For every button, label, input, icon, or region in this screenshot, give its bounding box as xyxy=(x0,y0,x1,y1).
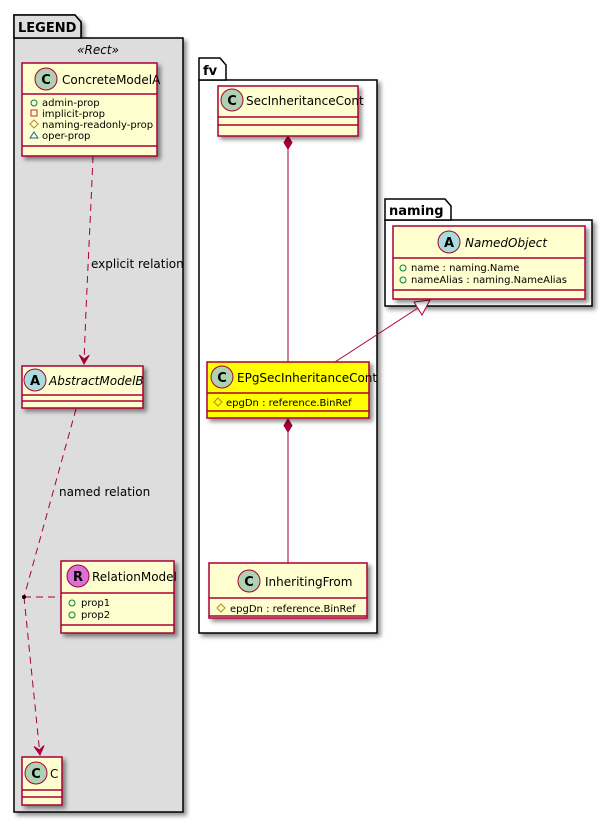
class-named-object[interactable]: A NamedObject name : naming.Name nameAli… xyxy=(392,225,586,300)
protected-visibility-icon xyxy=(213,397,223,407)
relation-named-label: named relation xyxy=(59,485,150,499)
class-c[interactable]: C C xyxy=(21,756,63,806)
protected-visibility-icon xyxy=(29,119,39,129)
private-visibility-icon xyxy=(30,109,38,117)
package-legend: LEGEND «Rect» xyxy=(13,14,184,813)
class-c-icon xyxy=(237,569,261,593)
class-box xyxy=(208,562,368,619)
relation-named-line-lower xyxy=(23,596,45,757)
class-kind-letter: A xyxy=(30,374,40,389)
public-visibility-icon xyxy=(68,611,76,619)
package-legend-stereotype: «Rect» xyxy=(77,43,119,57)
relation-composition-2 xyxy=(283,418,293,563)
class-kind-letter: A xyxy=(444,236,454,251)
relation-explicit-line xyxy=(78,155,94,366)
package-naming-tab xyxy=(384,198,452,221)
attribute: implicit-prop xyxy=(42,109,105,120)
class-name: ConcreteModelA xyxy=(62,73,161,87)
class-name: NamedObject xyxy=(465,236,548,250)
class-name: EPgSecInheritanceCont xyxy=(237,371,377,385)
class-sec-inheritance-cont[interactable]: C SecInheritanceCont xyxy=(217,85,364,137)
public-visibility-icon xyxy=(68,599,76,607)
attribute: epgDn : reference.BinRef xyxy=(230,604,356,615)
attribute: name : naming.Name xyxy=(411,263,519,274)
relation-generalization-line xyxy=(334,307,419,363)
relation-named: named relation xyxy=(22,408,150,757)
class-a-icon xyxy=(23,368,47,392)
relation-junction-dot xyxy=(22,595,26,599)
class-c-icon xyxy=(24,761,48,785)
class-box xyxy=(206,361,370,419)
public-visibility-icon xyxy=(399,264,407,272)
attribute: epgDn : reference.BinRef xyxy=(226,398,352,409)
attribute: nameAlias : naming.NameAlias xyxy=(411,275,567,286)
class-kind-letter: C xyxy=(41,73,51,88)
relation-explicit: explicit relation xyxy=(78,155,184,366)
class-c-icon xyxy=(210,365,234,389)
class-name: AbstractModelB xyxy=(48,374,144,388)
attribute: admin-prop xyxy=(42,98,100,109)
relation-explicit-label: explicit relation xyxy=(91,257,184,271)
composition-diamond-icon xyxy=(283,418,293,433)
class-epg-sec-inheritance-cont[interactable]: C EPgSecInheritanceCont epgDn : referenc… xyxy=(206,361,377,419)
class-a-icon xyxy=(437,230,461,254)
class-concrete-model-a[interactable]: C ConcreteModelA admin-prop implicit-pro… xyxy=(21,62,161,157)
class-kind-letter: C xyxy=(217,371,227,386)
protected-visibility-icon xyxy=(216,603,226,613)
class-relation-model[interactable]: R RelationModel prop1 prop2 xyxy=(60,560,177,634)
package-fv-name: fv xyxy=(203,64,218,79)
package-visibility-icon xyxy=(29,131,39,139)
class-name: RelationModel xyxy=(92,570,177,584)
relation-generalization xyxy=(334,299,431,363)
public-visibility-icon xyxy=(399,276,407,284)
class-abstract-model-b[interactable]: A AbstractModelB xyxy=(21,365,144,409)
package-fv-tab xyxy=(198,57,227,81)
package-legend-body xyxy=(13,37,184,813)
package-naming-name: naming xyxy=(389,204,444,219)
attribute: prop2 xyxy=(81,610,110,621)
class-name: SecInheritanceCont xyxy=(246,94,364,108)
relation-composition-1 xyxy=(283,135,293,362)
class-box xyxy=(392,225,586,300)
package-legend-name: LEGEND xyxy=(18,21,77,36)
attribute: naming-readonly-prop xyxy=(42,120,153,131)
class-inheriting-from[interactable]: C InheritingFrom epgDn : reference.BinRe… xyxy=(208,562,368,619)
class-c-icon xyxy=(34,67,58,91)
class-kind-letter: C xyxy=(244,575,254,590)
composition-diamond-icon xyxy=(283,135,293,150)
class-name: InheritingFrom xyxy=(265,575,352,589)
generalization-triangle-icon xyxy=(413,299,431,317)
class-kind-letter: C xyxy=(227,94,237,109)
attribute: oper-prop xyxy=(42,131,90,142)
relation-named-line-upper xyxy=(23,408,77,598)
public-visibility-icon xyxy=(30,99,38,107)
class-kind-letter: C xyxy=(31,767,41,782)
class-name: C xyxy=(50,767,58,781)
attribute: prop1 xyxy=(81,598,110,609)
class-kind-letter: R xyxy=(73,570,83,585)
class-c-icon xyxy=(220,88,244,112)
class-r-icon xyxy=(66,564,90,588)
